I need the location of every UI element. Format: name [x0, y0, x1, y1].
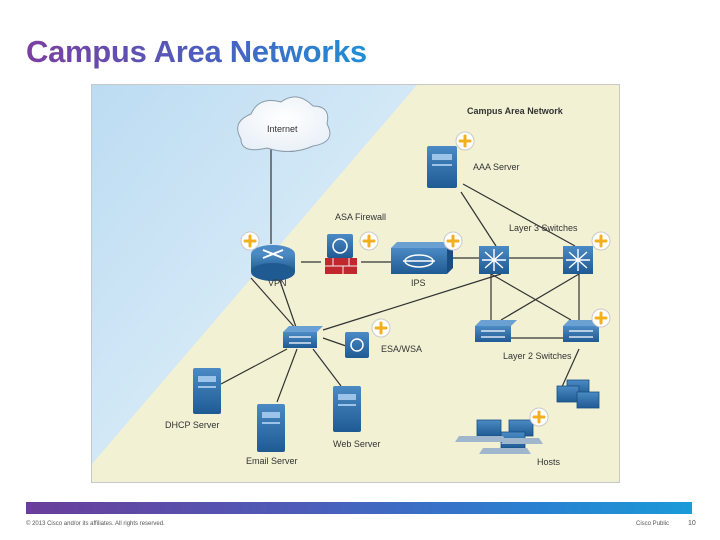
expand-aaa-icon[interactable]	[454, 130, 476, 152]
panel-title: Campus Area Network	[467, 106, 564, 116]
network-diagram: Campus Area Network Internet AAA Server	[91, 84, 620, 483]
internet-label: Internet	[267, 124, 298, 134]
footer-bar	[26, 502, 692, 514]
vpn-label: VPN	[268, 278, 287, 288]
expand-l3-icon[interactable]	[590, 230, 612, 252]
page-number: 10	[688, 520, 696, 527]
esa-wsa-icon	[345, 332, 369, 358]
asa-label: ASA Firewall	[335, 212, 386, 222]
aaa-server-icon	[427, 146, 457, 188]
expand-vpn-icon[interactable]	[239, 230, 261, 252]
footer-copyright: © 2013 Cisco and/or its affiliates. All …	[26, 521, 165, 527]
email-label: Email Server	[246, 456, 298, 466]
layer3-switch-icon	[563, 246, 593, 274]
aaa-label: AAA Server	[473, 162, 520, 172]
ips-label: IPS	[411, 278, 426, 288]
esa-label: ESA/WSA	[381, 344, 422, 354]
layer2-switch-icon	[475, 320, 517, 342]
l3-label: Layer 3 Switches	[509, 223, 578, 233]
hosts-icon	[455, 379, 600, 454]
expand-ips-icon[interactable]	[442, 230, 464, 252]
dhcp-label: DHCP Server	[165, 420, 219, 430]
center-switch-icon	[283, 326, 323, 348]
links	[220, 144, 580, 403]
expand-asa-icon[interactable]	[358, 230, 380, 252]
vpn-router-icon	[251, 245, 295, 281]
expand-esa-icon[interactable]	[370, 317, 392, 339]
slide-title: Campus Area Networks	[26, 34, 367, 69]
asa-firewall-icon	[325, 234, 357, 274]
layer3-switch-icon	[479, 246, 509, 274]
l2-label: Layer 2 Switches	[503, 351, 572, 361]
hosts-label: Hosts	[537, 457, 561, 467]
web-server-icon	[333, 386, 361, 432]
web-label: Web Server	[333, 439, 380, 449]
expand-l2-icon[interactable]	[590, 307, 612, 329]
footer-classification: Cisco Public	[636, 521, 670, 527]
expand-hosts-icon[interactable]	[528, 406, 550, 428]
internet-cloud: Internet	[237, 96, 331, 152]
email-server-icon	[257, 404, 285, 452]
ips-icon	[391, 242, 453, 274]
dhcp-server-icon	[193, 368, 221, 414]
